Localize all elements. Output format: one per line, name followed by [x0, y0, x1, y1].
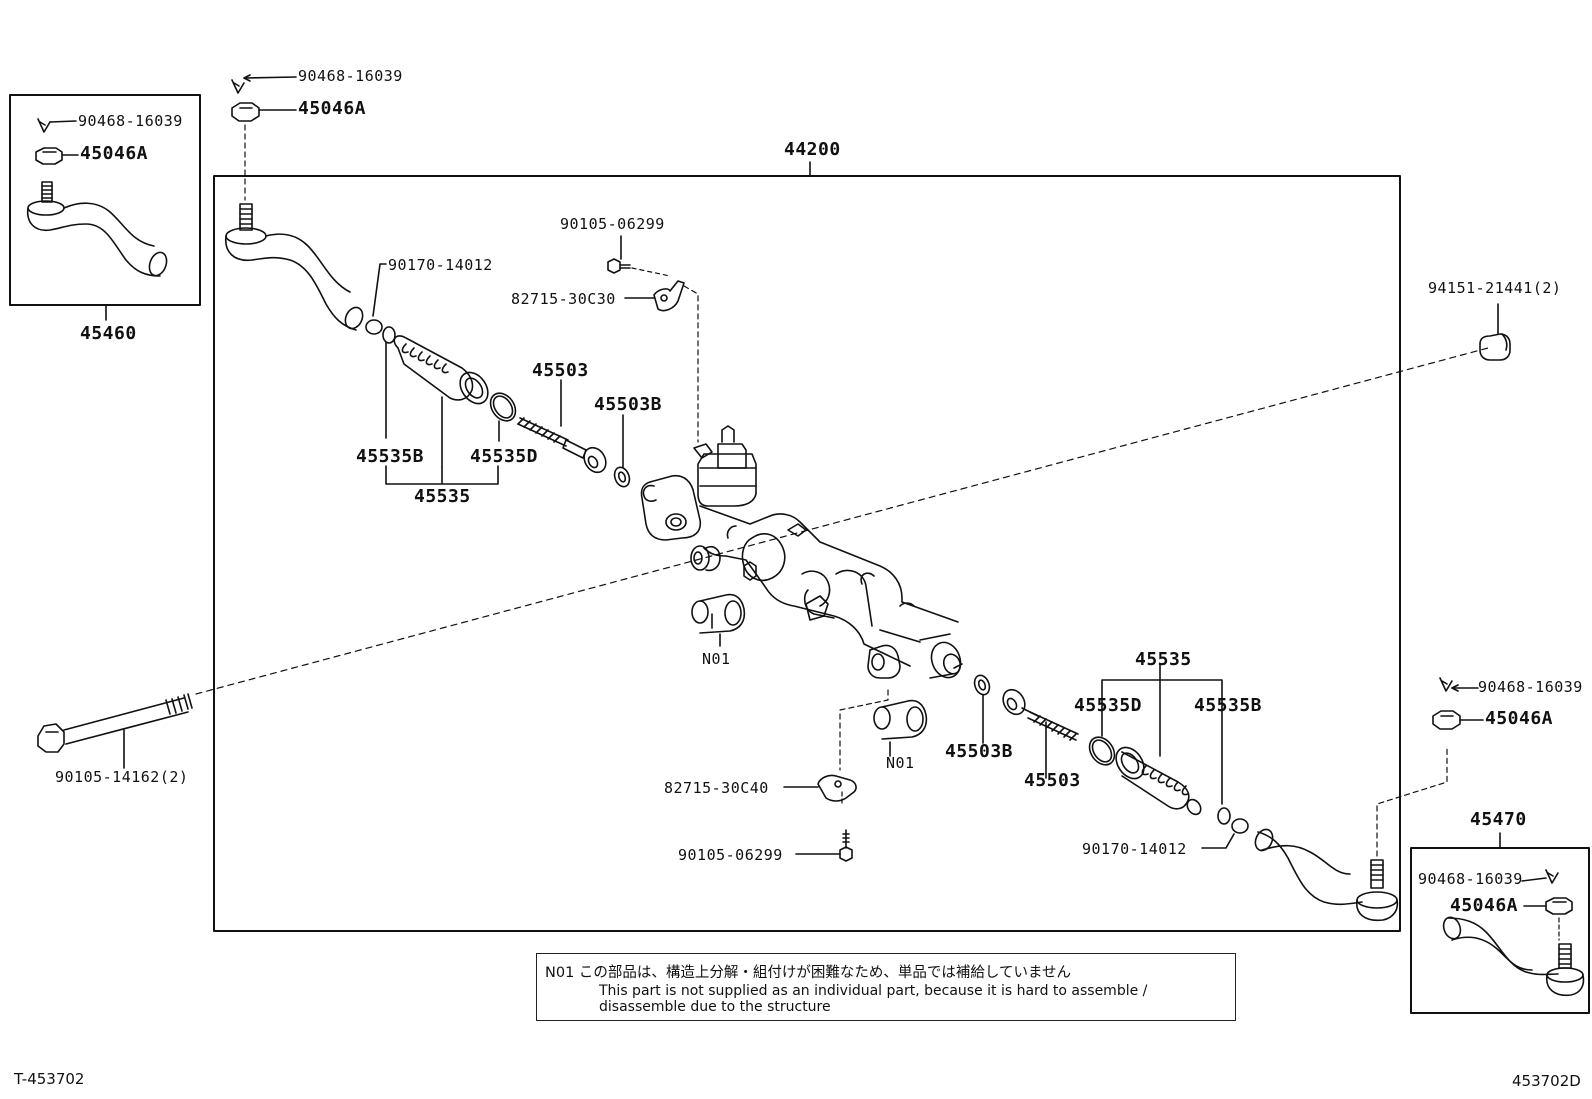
right-inset-cotter-pin-icon [1521, 869, 1559, 884]
left-inset-nut-icon [35, 147, 79, 165]
label-clip-right: 90170-14012 [1082, 840, 1187, 858]
inner-rod-left-icon [517, 417, 607, 474]
mount-bolt-axis [195, 347, 1489, 695]
boot-right-icon [1115, 746, 1202, 816]
label-boot-clamp-b-left: 45535B [356, 446, 425, 467]
label-boot-right: 45535 [1135, 649, 1192, 670]
bracket-top-icon [624, 280, 699, 443]
boot-clamp-right-icon [1088, 736, 1116, 766]
label-boot-left: 45535 [414, 486, 471, 507]
clip-left-icon [365, 263, 396, 344]
label-nut-right-inset: 45046A [1450, 895, 1519, 916]
figure-code-right: 453702D [1512, 1072, 1581, 1090]
inner-rod-right-icon [1002, 688, 1079, 741]
label-bracket-top: 82715-30C30 [511, 290, 616, 308]
boot-clamp-left-icon [489, 392, 517, 422]
supply-note-english-line1: This part is not supplied as an individu… [599, 983, 1148, 999]
clip-right-icon [1201, 807, 1249, 849]
label-washer-right: 45503B [945, 741, 1014, 762]
label-bolt-top: 90105-06299 [560, 215, 665, 233]
bracket-bottom-icon [783, 774, 857, 807]
label-bushing-upper: N01 [702, 650, 731, 668]
supply-note-english-line2: disassemble due to the structure [599, 999, 831, 1015]
right-inset-tie-rod-end-icon [1442, 916, 1585, 997]
label-bracket-bottom: 82715-30C40 [664, 779, 769, 797]
label-washer-left: 45503B [594, 394, 663, 415]
cotter-pin-right-icon [1439, 677, 1479, 692]
supply-note-box: N01 この部品は、構造上分解・組付けが困難なため、単品では補給していません T… [536, 953, 1236, 1021]
main-assembly-frame [213, 175, 1401, 932]
bolt-top-icon [607, 235, 671, 277]
bushing-lower-icon [873, 699, 928, 757]
washer-right-icon [973, 674, 991, 696]
figure-code-left: T-453702 [14, 1070, 85, 1088]
label-clip-left: 90170-14012 [388, 256, 493, 274]
label-bushing-lower: N01 [886, 754, 915, 772]
tie-rod-end-left-icon [225, 203, 364, 331]
label-tie-rod-end-right: 45470 [1470, 809, 1527, 830]
label-cotter-pin-right-inset: 90468-16039 [1418, 870, 1523, 888]
tie-rod-end-right-icon [1254, 828, 1399, 922]
label-cotter-pin-left-inset: 90468-16039 [78, 112, 183, 130]
label-inner-rod-left: 45503 [532, 360, 589, 381]
bushing-upper-icon [691, 593, 746, 647]
label-main-assembly: 44200 [784, 139, 841, 160]
supply-note-japanese: N01 この部品は、構造上分解・組付けが困難なため、単品では補給していません [545, 965, 1072, 981]
mount-bolt-icon [37, 693, 193, 769]
left-inset-cotter-pin-icon [37, 118, 77, 133]
label-tie-rod-end-left: 45460 [80, 323, 137, 344]
label-boot-clamp-d-left: 45535D [470, 446, 539, 467]
left-inset-tie-rod-end-icon [26, 181, 168, 277]
cotter-pin-top-left-icon [231, 74, 297, 94]
label-boot-clamp-d-right: 45535D [1074, 695, 1143, 716]
label-boot-clamp-b-right: 45535B [1194, 695, 1263, 716]
mount-nut-icon [1479, 303, 1511, 361]
label-bolt-bottom: 90105-06299 [678, 846, 783, 864]
label-nut-top-left: 45046A [298, 98, 367, 119]
washer-left-icon [613, 466, 631, 488]
steering-gear-housing-icon [640, 425, 963, 679]
nut-right-icon [1432, 710, 1484, 730]
label-mount-bolt: 90105-14162(2) [55, 768, 189, 786]
label-cotter-pin-right: 90468-16039 [1478, 678, 1583, 696]
label-nut-right: 45046A [1485, 708, 1554, 729]
boot-left-icon [393, 335, 489, 405]
bolt-bottom-icon [795, 829, 853, 862]
right-inset-nut-icon [1523, 897, 1573, 915]
label-nut-left-inset: 45046A [80, 143, 149, 164]
label-inner-rod-right: 45503 [1024, 770, 1081, 791]
label-cotter-pin-top-left: 90468-16039 [298, 67, 403, 85]
left-inset-frame [9, 94, 201, 306]
nut-top-left-icon [231, 102, 297, 122]
label-mount-nut: 94151-21441(2) [1428, 279, 1562, 297]
